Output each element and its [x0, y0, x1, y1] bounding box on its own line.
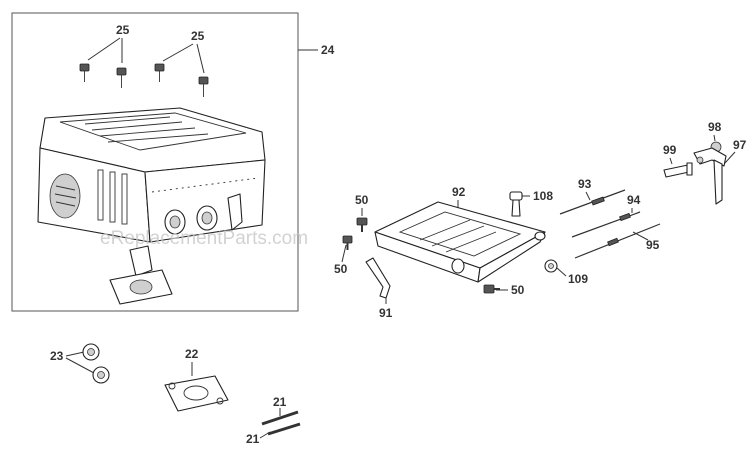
screw-25-2	[116, 67, 127, 88]
screw-25-3	[154, 63, 165, 82]
nut-23-upper	[82, 343, 100, 361]
nut-109	[544, 259, 558, 273]
watermark: eReplacementParts.com	[100, 228, 308, 249]
callout-25-right: 25	[191, 29, 205, 43]
callout-91: 91	[379, 306, 393, 320]
bolt-50-right	[483, 284, 500, 294]
callout-99: 99	[663, 143, 677, 157]
gasket-22	[164, 375, 229, 412]
nut-23-lower	[92, 366, 110, 384]
cable-93	[559, 189, 626, 215]
lever-97	[693, 147, 727, 205]
callout-22: 22	[185, 347, 199, 361]
callout-108: 108	[533, 189, 553, 203]
muffler-body	[37, 107, 266, 305]
screw-25-4	[198, 76, 209, 97]
callout-98: 98	[708, 120, 722, 134]
bracket-91	[365, 257, 391, 299]
cable-94	[571, 211, 641, 238]
callout-21-upper: 21	[273, 395, 287, 409]
callout-25-left: 25	[116, 23, 130, 37]
bolt-50-left	[342, 235, 353, 250]
callout-94: 94	[627, 193, 641, 207]
bolt-99	[663, 162, 693, 178]
bolt-50-upper	[356, 217, 368, 232]
callout-23: 23	[50, 349, 64, 363]
callout-93: 93	[578, 177, 592, 191]
callout-50-left: 50	[334, 262, 348, 276]
callout-95: 95	[646, 238, 660, 252]
heat-shield-plate-92	[374, 201, 546, 283]
callout-109: 109	[568, 272, 588, 286]
callout-92: 92	[452, 185, 466, 199]
callout-24: 24	[321, 43, 335, 57]
cable-95	[574, 223, 661, 259]
muffler-assembly-frame	[11, 12, 299, 312]
screw-25-1	[79, 63, 90, 82]
callout-21-lower: 21	[246, 432, 260, 446]
stud-21-lower	[267, 422, 301, 436]
stud-21-upper	[261, 410, 299, 426]
callout-97: 97	[733, 138, 747, 152]
bolt-108	[509, 191, 523, 217]
callout-50-right: 50	[511, 283, 525, 297]
callout-50-top: 50	[355, 193, 369, 207]
